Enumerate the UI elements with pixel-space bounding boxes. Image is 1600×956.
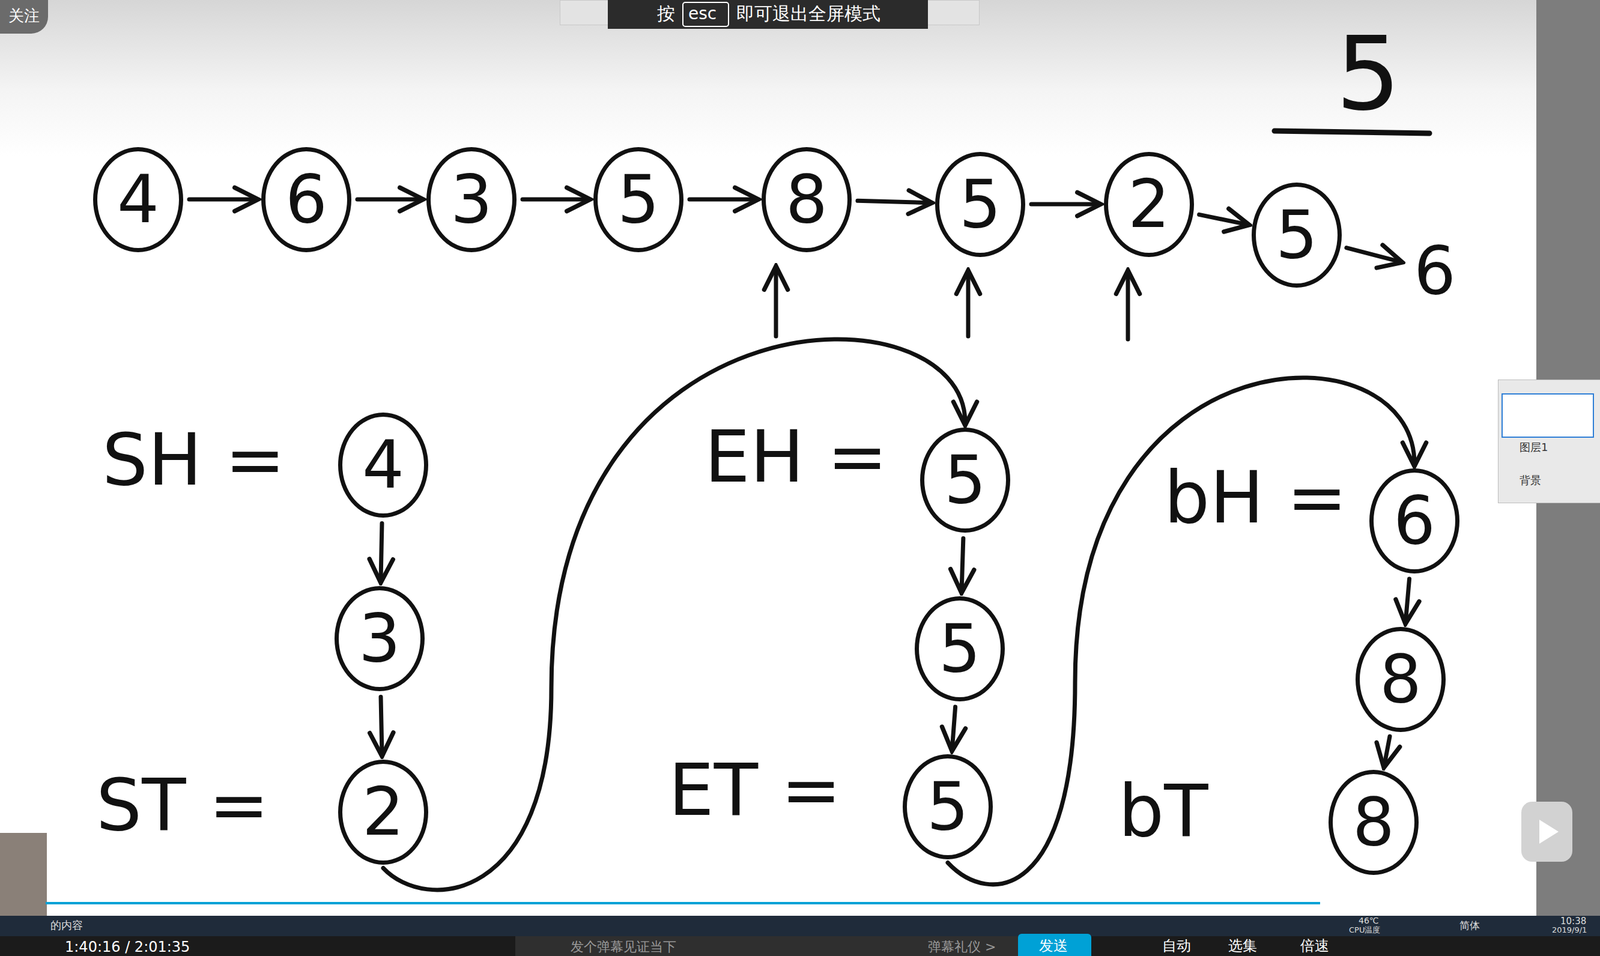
pointer-label: bT bbox=[1118, 771, 1208, 852]
control-text: 倍速 bbox=[1300, 938, 1330, 954]
pointer-connector bbox=[951, 706, 955, 749]
list-node-circle: 5 bbox=[593, 147, 684, 253]
list-node-circle: 3 bbox=[426, 147, 517, 253]
pointer-connector bbox=[522, 197, 588, 202]
pointer-label: ST = bbox=[96, 765, 270, 846]
pointer-connector bbox=[189, 197, 256, 202]
pointer-connector bbox=[1346, 248, 1400, 262]
layer-name: 图层1 bbox=[1519, 441, 1548, 454]
list-node-circle: 5 bbox=[935, 151, 1026, 258]
node-value: 3 bbox=[358, 605, 401, 672]
taskbar-text: 的内容 bbox=[50, 919, 83, 932]
node-value: 5 bbox=[926, 773, 969, 840]
pointer-label: EH = bbox=[704, 417, 888, 497]
node-value: 5 bbox=[959, 171, 1002, 238]
node-value: 5 bbox=[944, 446, 987, 513]
list-node-circle: 5 bbox=[920, 427, 1011, 533]
underline bbox=[1274, 130, 1430, 134]
pointer-connector bbox=[857, 200, 930, 203]
pointer-arrow bbox=[774, 269, 779, 337]
key-name: esc bbox=[688, 4, 717, 24]
pointer-connector bbox=[1384, 736, 1390, 765]
pointer-connector bbox=[357, 197, 421, 202]
control-text: 自动 bbox=[1162, 938, 1191, 954]
title-number: 5 bbox=[1335, 18, 1401, 131]
pointer-connector bbox=[1405, 578, 1410, 622]
danmaku-hint: 发个弹幕见证当下 bbox=[570, 939, 677, 955]
node-value: 6 bbox=[1393, 487, 1436, 554]
list-node: 6 bbox=[1404, 231, 1465, 310]
pointer-label: ET = bbox=[668, 750, 842, 831]
taskbar-text: CPU温度 bbox=[1348, 926, 1381, 935]
node-value: 5 bbox=[1275, 201, 1318, 268]
taskbar-text: 46℃ bbox=[1358, 916, 1379, 926]
pointer-connector bbox=[1199, 214, 1247, 225]
play-time: 1:40:16 / 2:01:35 bbox=[64, 939, 190, 955]
pointer-label: bH = bbox=[1163, 458, 1348, 538]
list-node-circle: 2 bbox=[1103, 151, 1194, 258]
pointer-arrow bbox=[966, 273, 971, 337]
list-node-circle: 5 bbox=[902, 754, 993, 860]
layer-thumb bbox=[1501, 393, 1594, 438]
taskbar-text: 2019/9/1 bbox=[1551, 926, 1587, 935]
taskbar-text: 10:38 bbox=[1560, 916, 1587, 927]
pointer-connector bbox=[383, 339, 966, 891]
pointer-connector bbox=[380, 523, 382, 580]
node-value: 6 bbox=[1413, 237, 1456, 304]
list-node-circle: 4 bbox=[93, 147, 184, 253]
node-value: 5 bbox=[617, 166, 660, 233]
taskbar-text: 简体 bbox=[1459, 920, 1480, 932]
tip-text: 按 bbox=[657, 3, 676, 24]
pointer-connector bbox=[961, 538, 964, 590]
list-node-circle: 8 bbox=[1355, 627, 1446, 733]
layer-name: 背景 bbox=[1519, 474, 1542, 487]
list-node-circle: 2 bbox=[338, 759, 429, 865]
pointer-connector bbox=[689, 197, 756, 202]
list-node-circle: 8 bbox=[761, 147, 852, 253]
control-text: 选集 bbox=[1228, 938, 1258, 954]
play-icon bbox=[1539, 819, 1559, 844]
node-value: 8 bbox=[785, 166, 828, 233]
list-node-circle: 6 bbox=[261, 147, 352, 253]
list-node-circle: 8 bbox=[1328, 769, 1419, 876]
pointer-arrow bbox=[1126, 273, 1131, 340]
node-value: 4 bbox=[117, 166, 160, 233]
esc-key bbox=[682, 2, 729, 27]
send-button-text: 发送 bbox=[1039, 938, 1068, 954]
node-value: 6 bbox=[285, 166, 328, 233]
pointer-connector bbox=[1031, 202, 1098, 207]
node-value: 8 bbox=[1352, 789, 1395, 856]
pointer-label: SH = bbox=[102, 420, 286, 500]
danmaku-link: 弹幕礼仪 > bbox=[927, 939, 996, 955]
list-node-circle: 3 bbox=[334, 586, 425, 692]
node-value: 3 bbox=[450, 166, 493, 233]
node-value: 8 bbox=[1379, 646, 1422, 713]
pointer-connector bbox=[947, 377, 1415, 885]
follow-button: 关注 bbox=[8, 7, 40, 25]
list-node-circle: 5 bbox=[1251, 182, 1342, 288]
list-node-circle: 6 bbox=[1369, 468, 1460, 574]
list-node-circle: 5 bbox=[914, 596, 1005, 702]
node-value: 2 bbox=[362, 778, 405, 846]
progress-bar bbox=[45, 902, 1321, 905]
node-value: 4 bbox=[362, 431, 405, 498]
list-node-circle: 4 bbox=[338, 412, 429, 518]
pointer-connector bbox=[380, 696, 382, 754]
tip-text: 即可退出全屏模式 bbox=[736, 3, 881, 24]
node-value: 5 bbox=[938, 615, 981, 682]
node-value: 2 bbox=[1127, 171, 1170, 238]
